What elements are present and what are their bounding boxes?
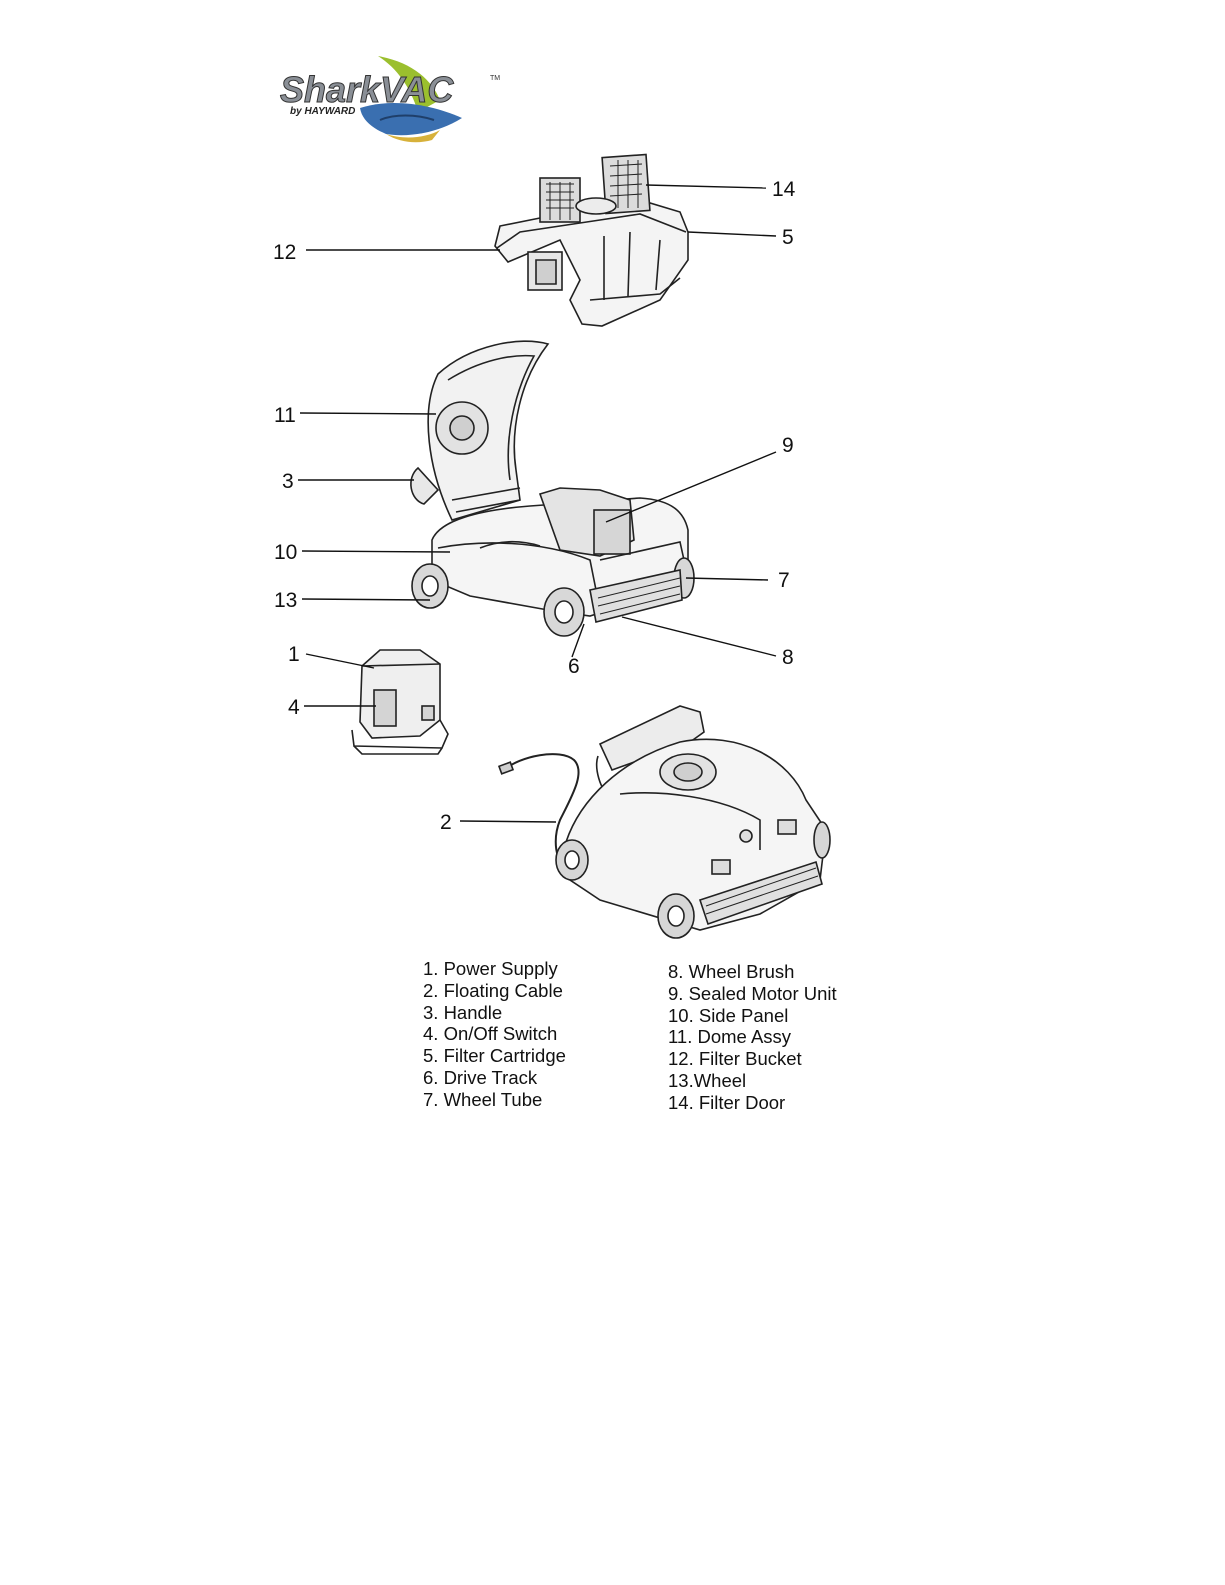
callout-12: 12 <box>273 241 296 264</box>
parts-legend-left: 1. Power Supply 2. Floating Cable 3. Han… <box>423 958 566 1111</box>
callout-5: 5 <box>782 226 794 249</box>
callout-13: 13 <box>274 589 297 612</box>
legend-item: 10. Side Panel <box>668 1005 837 1027</box>
callout-2: 2 <box>440 811 452 834</box>
callout-8: 8 <box>782 646 794 669</box>
legend-item: 1. Power Supply <box>423 958 566 980</box>
legend-item: 6. Drive Track <box>423 1067 566 1089</box>
callout-11: 11 <box>274 404 296 427</box>
legend-item: 7. Wheel Tube <box>423 1089 566 1111</box>
callout-9: 9 <box>782 434 794 457</box>
legend-item: 8. Wheel Brush <box>668 961 837 983</box>
legend-item: 13.Wheel <box>668 1070 837 1092</box>
logo-wordmark: SharkVAC <box>280 69 454 110</box>
logo-byline: by HAYWARD <box>290 106 355 117</box>
sharkvac-logo: SharkVAC by HAYWARD TM <box>280 56 500 142</box>
legend-item: 11. Dome Assy <box>668 1026 837 1048</box>
legend-item: 2. Floating Cable <box>423 980 566 1002</box>
callout-7: 7 <box>778 569 790 592</box>
legend-item: 12. Filter Bucket <box>668 1048 837 1070</box>
power-supply-illustration <box>352 650 448 754</box>
callout-3: 3 <box>282 470 294 493</box>
robot-open-illustration <box>411 341 694 636</box>
parts-legend-right: 8. Wheel Brush 9. Sealed Motor Unit 10. … <box>668 961 837 1114</box>
legend-item: 5. Filter Cartridge <box>423 1045 566 1067</box>
legend-item: 4. On/Off Switch <box>423 1023 566 1045</box>
callout-6: 6 <box>568 655 580 678</box>
filter-bucket-illustration <box>495 155 688 326</box>
callout-1: 1 <box>288 643 300 666</box>
legend-item: 3. Handle <box>423 1002 566 1024</box>
logo-trademark: TM <box>490 75 500 82</box>
callout-4: 4 <box>288 696 300 719</box>
callout-14: 14 <box>772 178 796 201</box>
legend-item: 14. Filter Door <box>668 1092 837 1114</box>
callout-10: 10 <box>274 541 297 564</box>
legend-item: 9. Sealed Motor Unit <box>668 983 837 1005</box>
